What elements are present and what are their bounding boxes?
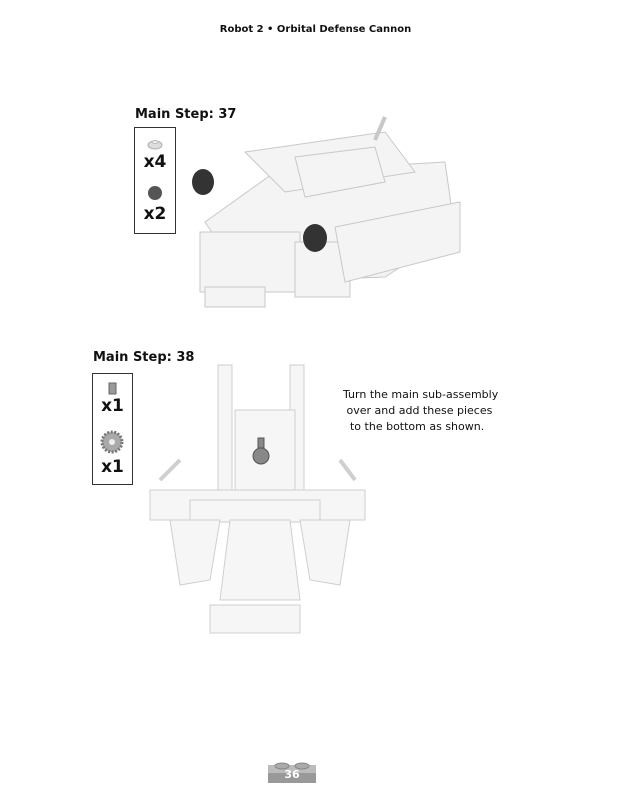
part-quantity: x4 (143, 152, 167, 172)
instruction-line: over and add these pieces (343, 404, 493, 417)
step-37-parts-list: x4 x2 (134, 127, 176, 234)
step-38-instructions: Turn the main sub-assembly over and add … (343, 387, 498, 435)
page-number: 36 (284, 768, 300, 781)
instruction-line: Turn the main sub-assembly (343, 388, 499, 401)
gear-icon (100, 430, 124, 454)
round-plate-icon (147, 140, 163, 150)
brick-icon (268, 762, 316, 783)
step-38-parts-list: x1 x1 (92, 373, 133, 485)
page-header: Robot 2 • Orbital Defense Cannon (219, 24, 412, 35)
step-38-title: Main Step: 38 (93, 350, 195, 365)
part-quantity: x1 (101, 457, 124, 477)
step-37-model-illustration (192, 116, 461, 308)
part-quantity: x2 (143, 204, 167, 224)
tire-icon (148, 186, 162, 200)
step-37-title: Main Step: 37 (135, 107, 237, 122)
instruction-line: to the bottom as shown. (343, 420, 485, 433)
bush-icon (108, 382, 117, 395)
page-number-badge: 36 (268, 759, 316, 783)
part-quantity: x1 (101, 396, 124, 416)
step-38-model-illustration (149, 364, 366, 634)
